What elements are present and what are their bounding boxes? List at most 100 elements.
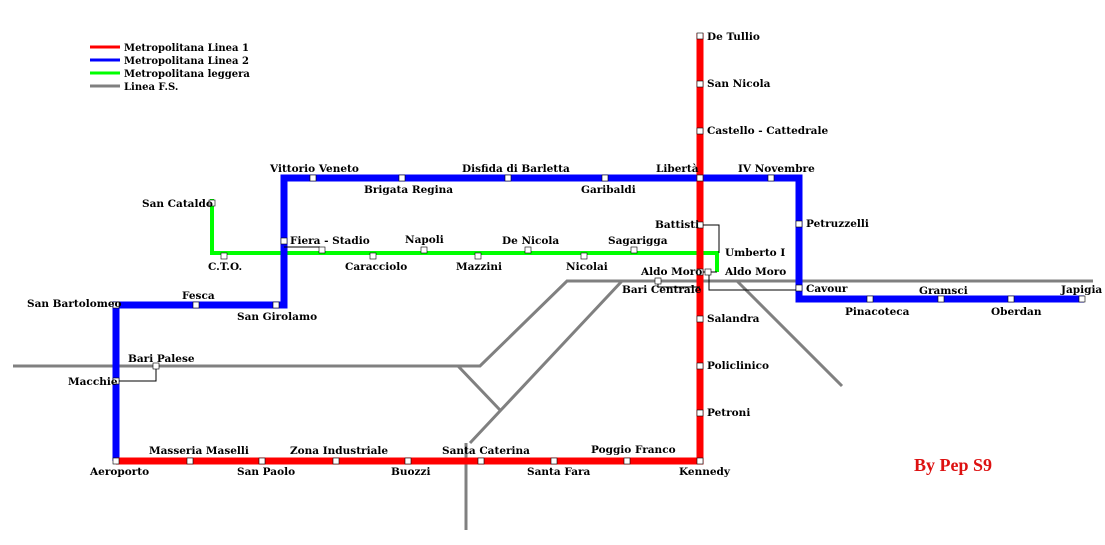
station-fesca[interactable]: Fesca — [182, 290, 215, 302]
station-marker-oberdan[interactable] — [1007, 295, 1015, 303]
station-marker-liberta[interactable] — [696, 174, 704, 182]
station-marker-petroni[interactable] — [696, 409, 704, 417]
station-iv-novembre[interactable]: IV Novembre — [738, 163, 815, 175]
station-japigia[interactable]: Japigia — [1060, 284, 1102, 296]
station-cavour[interactable]: Cavour — [806, 283, 848, 295]
station-bari-centrale[interactable]: Bari Centrale — [622, 284, 702, 296]
station-mazzini[interactable]: Mazzini — [456, 261, 502, 273]
station-marker-buozzi[interactable] — [404, 457, 412, 465]
station-marker-iv-novembre[interactable] — [767, 174, 775, 182]
station-marker-kennedy[interactable] — [696, 457, 704, 465]
station-marker-policlinico[interactable] — [696, 362, 704, 370]
station-battisti[interactable]: Battisti — [655, 219, 699, 231]
station-de-nicola[interactable]: De Nicola — [502, 235, 559, 247]
fs-line-main — [13, 279, 1093, 368]
station-salandra[interactable]: Salandra — [707, 313, 760, 325]
station-marker-san-cataldo[interactable] — [208, 199, 216, 207]
station-marker-san-girolamo[interactable] — [272, 301, 280, 309]
station-fiera-stadio[interactable]: Fiera - Stadio — [290, 235, 370, 247]
station-marker-de-nicola[interactable] — [420, 246, 428, 254]
station-marker-petruzzelli[interactable] — [795, 220, 803, 228]
station-sagarigga[interactable]: Sagarigga — [608, 235, 668, 247]
station-cto[interactable]: C.T.O. — [208, 261, 242, 273]
legend-label-leggera: Metropolitana leggera — [124, 69, 250, 80]
station-petruzzelli[interactable]: Petruzzelli — [806, 218, 869, 230]
station-marker-brigata-regina[interactable] — [398, 174, 406, 182]
station-buozzi[interactable]: Buozzi — [391, 466, 430, 478]
station-castello-cattedrale[interactable]: Castello - Cattedrale — [707, 125, 828, 137]
station-bari-palese[interactable]: Bari Palese — [128, 353, 195, 365]
station-masseria-maselli[interactable]: Masseria Maselli — [149, 445, 249, 457]
station-marker-santa-fara[interactable] — [550, 457, 558, 465]
station-liberta[interactable]: Libertà — [656, 163, 699, 175]
station-oberdan[interactable]: Oberdan — [991, 306, 1042, 318]
station-gramsci[interactable]: Gramsci — [919, 285, 968, 297]
station-marker-mazzini[interactable] — [474, 252, 482, 260]
station-marker-napoli[interactable] — [318, 246, 326, 254]
station-san-bartolomeo[interactable]: San Bartolomeo — [27, 298, 122, 310]
station-marker-san-nicola[interactable] — [696, 80, 704, 88]
station-marker-salandra[interactable] — [696, 315, 704, 323]
station-nicolai[interactable]: Nicolai — [566, 261, 608, 273]
station-poggio-franco[interactable]: Poggio Franco — [591, 444, 676, 456]
station-marker-vittorio-veneto[interactable] — [309, 174, 317, 182]
station-santa-caterina[interactable]: Santa Caterina — [442, 445, 530, 457]
station-marker-fesca[interactable] — [192, 301, 200, 309]
station-santa-fara[interactable]: Santa Fara — [527, 466, 591, 478]
station-macchie[interactable]: Macchie — [68, 376, 118, 388]
station-marker-bari-palese[interactable] — [152, 362, 160, 370]
connector-battisti-umberto — [700, 224, 720, 253]
station-marker-gramsci[interactable] — [937, 295, 945, 303]
station-marker-garibaldi[interactable] — [601, 174, 609, 182]
station-aldo-moro-left[interactable]: Aldo Moro — [640, 266, 702, 278]
station-marker-caracciolo[interactable] — [369, 252, 377, 260]
station-aeroporto[interactable]: Aeroporto — [89, 466, 149, 478]
station-brigata-regina[interactable]: Brigata Regina — [364, 184, 453, 196]
station-marker-sagarigga[interactable] — [524, 246, 532, 254]
station-marker-bari-centrale[interactable] — [654, 277, 662, 285]
station-marker-umberto-i[interactable] — [630, 246, 638, 254]
station-marker-de-tullio[interactable] — [696, 32, 704, 40]
station-petroni[interactable]: Petroni — [707, 407, 750, 419]
station-policlinico[interactable]: Policlinico — [707, 360, 769, 372]
station-marker-cavour[interactable] — [795, 284, 803, 292]
station-marker-poggio-franco[interactable] — [623, 457, 631, 465]
station-marker-nicolai[interactable] — [580, 252, 588, 260]
station-vittorio-veneto[interactable]: Vittorio Veneto — [269, 163, 359, 175]
station-marker-san-paolo[interactable] — [258, 457, 266, 465]
station-marker-battisti[interactable] — [696, 221, 704, 229]
station-san-paolo[interactable]: San Paolo — [237, 466, 295, 478]
station-marker-cto[interactable] — [220, 252, 228, 260]
station-disfida-di-barletta[interactable]: Disfida di Barletta — [462, 163, 570, 175]
station-marker-aldo-moro-l[interactable] — [696, 268, 704, 276]
station-marker-japigia[interactable] — [1078, 295, 1086, 303]
station-de-tullio[interactable]: De Tullio — [707, 31, 760, 43]
station-labels: De Tullio San Nicola Castello - Cattedra… — [27, 31, 1102, 478]
leggera-line-path — [210, 199, 719, 272]
station-marker-macchie[interactable] — [112, 377, 120, 385]
station-marker-san-bartolomeo[interactable] — [112, 301, 120, 309]
station-marker-zona-industriale[interactable] — [332, 457, 340, 465]
station-marker-castello-cattedrale[interactable] — [696, 127, 704, 135]
station-aldo-moro-right[interactable]: Aldo Moro — [724, 266, 786, 278]
fs-line-branch-diag — [468, 279, 624, 445]
station-napoli[interactable]: Napoli — [405, 234, 444, 246]
station-marker-disfida-di-barletta[interactable] — [504, 174, 512, 182]
station-marker-santa-caterina[interactable] — [477, 457, 485, 465]
fs-line-branch-east — [735, 279, 844, 388]
station-marker-aeroporto[interactable] — [112, 457, 120, 465]
station-garibaldi[interactable]: Garibaldi — [581, 184, 636, 196]
station-san-girolamo[interactable]: San Girolamo — [237, 311, 317, 323]
station-san-nicola[interactable]: San Nicola — [707, 78, 771, 90]
station-kennedy[interactable]: Kennedy — [679, 466, 731, 478]
station-zona-industriale[interactable]: Zona Industriale — [290, 445, 388, 457]
station-marker-masseria-maselli[interactable] — [186, 457, 194, 465]
station-pinacoteca[interactable]: Pinacoteca — [845, 306, 910, 318]
station-caracciolo[interactable]: Caracciolo — [345, 261, 407, 273]
station-marker-pinacoteca[interactable] — [866, 295, 874, 303]
station-umberto-i[interactable]: Umberto I — [725, 247, 785, 259]
connector-palese-macchie — [116, 366, 157, 382]
station-marker-aldo-moro-r[interactable] — [704, 268, 712, 276]
station-marker-fiera-stadio[interactable] — [280, 237, 288, 245]
station-san-cataldo[interactable]: San Cataldo — [142, 198, 213, 210]
